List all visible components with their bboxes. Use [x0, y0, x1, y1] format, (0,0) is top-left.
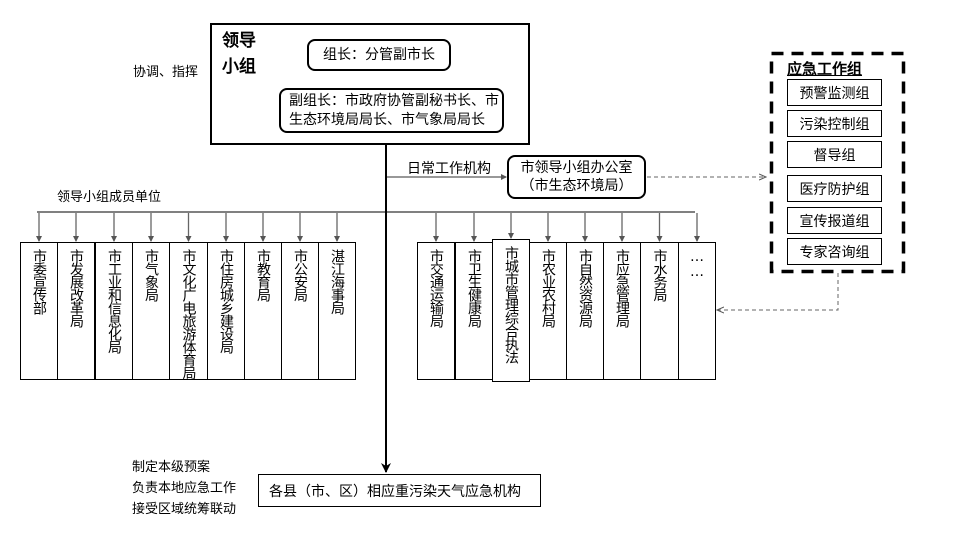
county-duty: 接受区域统筹联动 — [132, 502, 237, 517]
emergency-team-box: 宣传报道组 — [787, 207, 882, 234]
member-unit-box: 市农业农村局 — [529, 242, 567, 380]
emergency-team-box: 污染控制组 — [787, 110, 882, 137]
group-leader-box: 组长：分管副市长 — [307, 39, 451, 71]
county-duties: 制定本级预案 负责本地应急工作 接受区域统筹联动 — [132, 457, 236, 520]
member-unit-name: 市公安局 — [292, 249, 308, 301]
member-unit-box: 市公安局 — [281, 242, 319, 380]
emergency-team-name: 专家咨询组 — [799, 244, 870, 261]
member-unit-box: 市应急管理局 — [603, 242, 641, 380]
emergency-team-box: 专家咨询组 — [787, 238, 882, 265]
county-org-text: 各县（市、区）相应重污染天气应急机构 — [269, 483, 521, 500]
member-unit-name: 湛江海事局 — [329, 249, 345, 314]
emergency-group-title: 应急工作组 — [787, 60, 863, 78]
leader-group-title: 领导 小组 — [222, 28, 256, 80]
member-unit-name: 市卫生健康局 — [466, 249, 482, 327]
county-duty: 负责本地应急工作 — [132, 481, 237, 496]
deputy-leader-box: 副组长：市政府协管副秘书长、市生态环境局局长、市气象局局长 — [279, 88, 504, 133]
member-unit-box: 市文化广电旅游体育局 — [169, 242, 208, 380]
emergency-team-box: 预警监测组 — [787, 79, 882, 106]
member-unit-box: …… — [678, 242, 716, 380]
member-unit-name: 市自然资源局 — [577, 249, 593, 327]
member-unit-name: 市发展改革局 — [68, 249, 84, 327]
member-unit-name: 市气象局 — [143, 249, 159, 301]
member-unit-name: 市交通运输局 — [428, 249, 444, 327]
member-unit-box: 湛江海事局 — [318, 242, 356, 380]
member-unit-name: 市城市管理综合执法 — [503, 246, 519, 363]
member-unit-box: 市城市管理综合执法 — [492, 239, 530, 382]
member-unit-box: 市住房城乡建设局 — [207, 242, 245, 380]
member-unit-box: 市委宣传部 — [20, 242, 58, 380]
emergency-team-name: 督导组 — [813, 147, 856, 164]
county-duty: 制定本级预案 — [132, 460, 211, 475]
emergency-team-name: 预警监测组 — [799, 85, 870, 102]
daily-org-label: 日常工作机构 — [407, 161, 491, 177]
office-host: （市生态环境局） — [520, 178, 633, 194]
member-unit-name: 市农业农村局 — [540, 249, 556, 327]
member-unit-box: 市交通运输局 — [417, 242, 455, 380]
coordination-label: 协调、指挥 — [133, 65, 199, 80]
group-leader-text: 组长：分管副市长 — [323, 46, 435, 63]
member-unit-name: 市水务局 — [651, 249, 668, 301]
member-unit-name: 市住房城乡建设局 — [218, 249, 234, 353]
member-unit-name: 市委宣传部 — [31, 249, 47, 314]
member-unit-name: 市文化广电旅游体育局 — [180, 249, 197, 379]
emergency-team-box: 医疗防护组 — [787, 175, 882, 202]
member-unit-box: 市卫生健康局 — [455, 242, 493, 380]
leader-title-line2: 小组 — [222, 57, 256, 77]
member-unit-name: …… — [689, 249, 705, 279]
office-name: 市领导小组办公室 — [520, 160, 633, 176]
leader-group-box — [210, 23, 530, 145]
member-unit-box: 市气象局 — [132, 242, 170, 380]
leader-office-box: 市领导小组办公室 （市生态环境局） — [507, 155, 646, 199]
emergency-team-name: 宣传报道组 — [799, 213, 870, 230]
emergency-group-border — [769, 51, 906, 274]
member-unit-name: 市应急管理局 — [614, 249, 630, 327]
emergency-team-name: 医疗防护组 — [799, 181, 870, 198]
member-unit-name: 市教育局 — [255, 249, 271, 301]
member-unit-name: 市工业和信息化局 — [106, 249, 122, 353]
county-org-box: 各县（市、区）相应重污染天气应急机构 — [258, 474, 541, 507]
deputy-leader-text: 副组长：市政府协管副秘书长、市生态环境局局长、市气象局局长 — [289, 92, 499, 128]
member-unit-box: 市工业和信息化局 — [95, 242, 133, 380]
emergency-team-name: 污染控制组 — [799, 116, 870, 133]
emergency-to-units-arrow — [717, 273, 839, 310]
member-unit-box: 市水务局 — [640, 242, 679, 380]
member-unit-box: 市自然资源局 — [566, 242, 604, 380]
leader-title-line1: 领导 — [222, 31, 256, 51]
emergency-team-box: 督导组 — [787, 141, 882, 168]
member-unit-box: 市发展改革局 — [57, 242, 95, 380]
member-unit-box: 市教育局 — [244, 242, 282, 380]
member-units-label: 领导小组成员单位 — [57, 190, 162, 205]
